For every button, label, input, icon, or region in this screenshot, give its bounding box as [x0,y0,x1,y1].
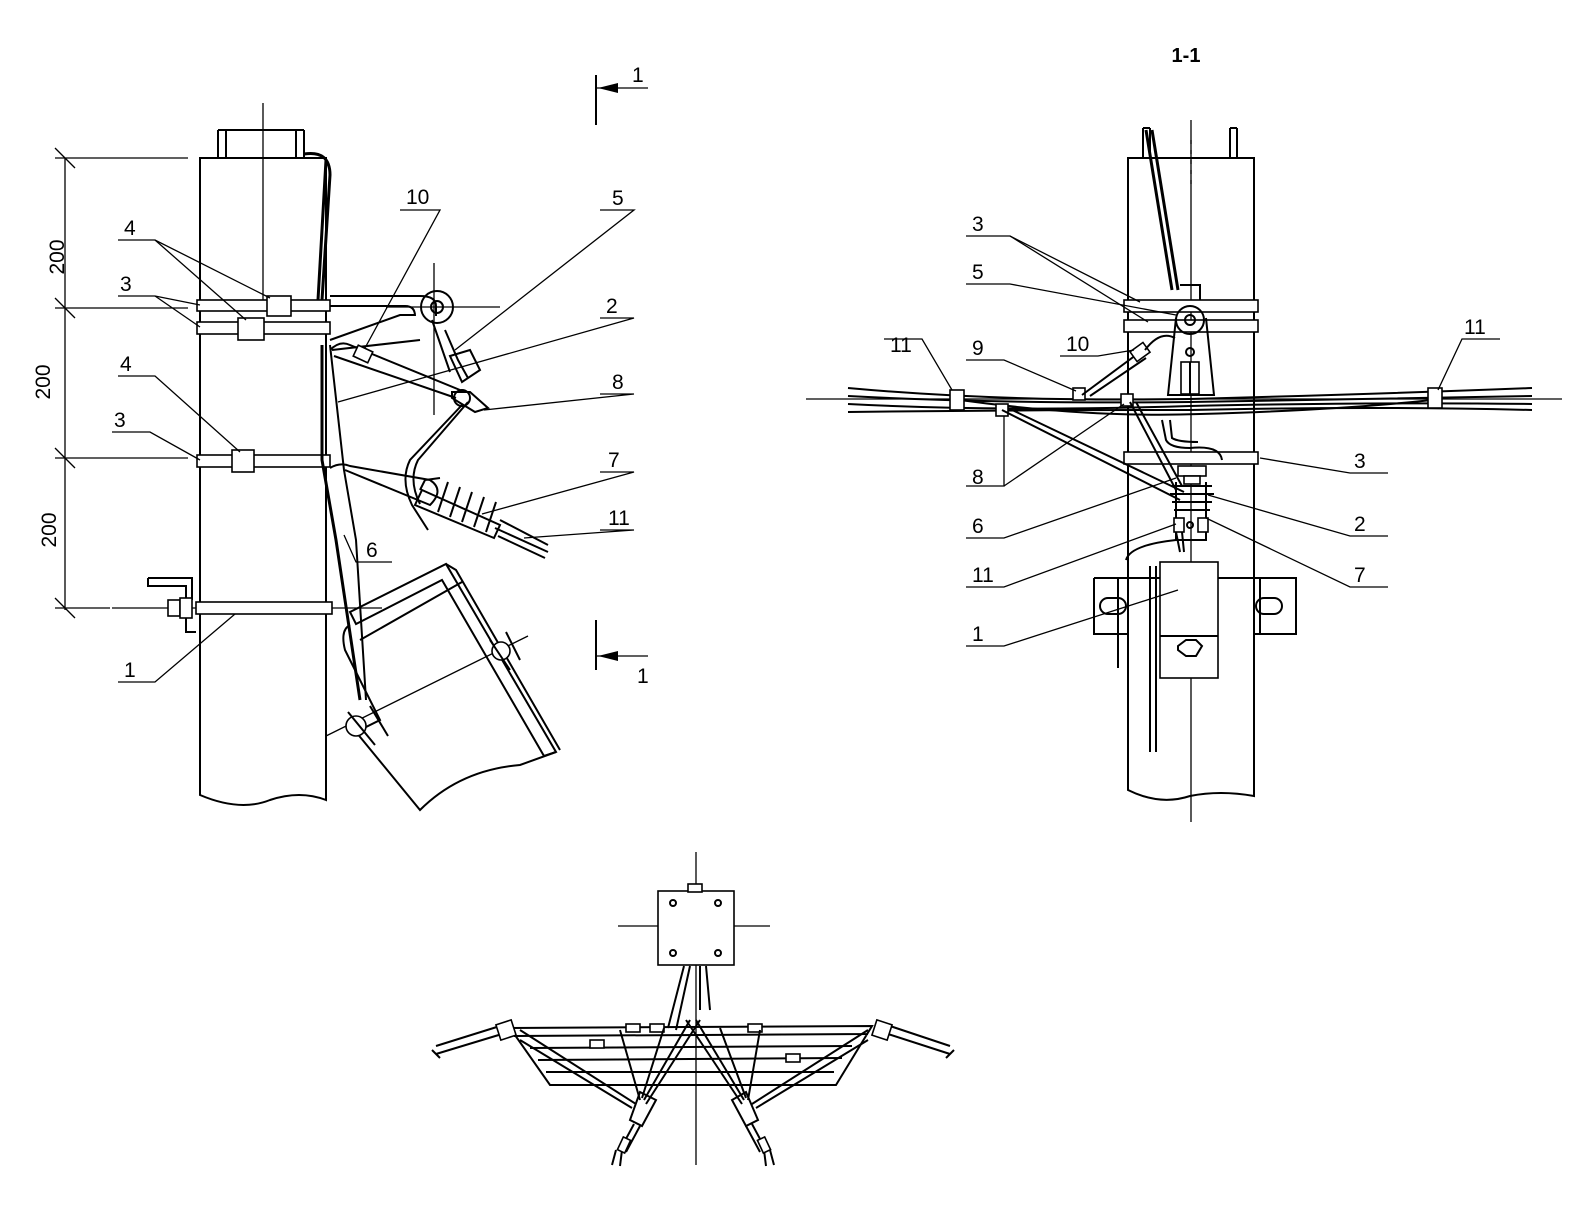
callout-label: 7 [1354,564,1366,587]
pole-right [1127,157,1255,801]
labels-side: 4 3 4 3 1 10 5 2 8 7 11 6 [114,186,630,682]
dimension-label: 200 [46,239,69,274]
callout-label: 11 [608,507,630,530]
callout-label: 2 [1354,513,1366,536]
dimension-label: 200 [32,364,55,399]
callout-label: 4 [120,353,132,376]
callout-label: 5 [972,261,984,284]
callout-label: 5 [612,187,624,210]
callout-label: 8 [972,466,984,489]
callout-label: 3 [114,409,126,432]
pole-left [199,157,327,806]
callout-label: 10 [406,186,429,209]
leaders-side [112,209,636,683]
section-mark-label: 1 [637,665,649,688]
section-mark-label: 1 [632,64,644,87]
callout-label: 6 [366,539,378,562]
section-title: 1-1 [1172,45,1201,67]
insulator-section [1170,465,1214,553]
section-marker-top: 1 [595,64,648,125]
plan-view [431,852,955,1167]
dimension-chain: 200 200 200 [32,147,188,619]
callout-label: 3 [120,273,132,296]
insulator-side [413,477,549,559]
callout-label: 1 [972,623,984,646]
callout-label: 8 [612,371,624,394]
callout-label: 11 [972,564,994,587]
callout-label: 10 [1066,333,1089,356]
main-conductors [847,387,1533,413]
callout-label: 2 [606,295,618,318]
bands-left [196,295,331,473]
callout-label: 4 [124,217,136,240]
callout-label: 3 [1354,450,1366,473]
labels-section: 3 5 11 9 10 11 3 8 6 2 11 7 1 [890,213,1486,646]
dimension-label: 200 [38,512,61,547]
callout-label: 11 [1464,316,1486,339]
leaders-section [884,235,1500,647]
callout-label: 3 [972,213,984,236]
down-conductor-left [303,151,362,701]
callout-label: 6 [972,515,984,538]
callout-label: 11 [890,334,912,357]
callout-label: 7 [608,449,620,472]
box-left [348,562,558,758]
section-marker-bottom: 1 [595,620,649,688]
side-view [112,103,561,812]
section-view: 1-1 [806,45,1562,822]
callout-label: 9 [972,337,984,360]
callout-label: 1 [124,659,136,682]
pole-cap-left [217,129,305,158]
